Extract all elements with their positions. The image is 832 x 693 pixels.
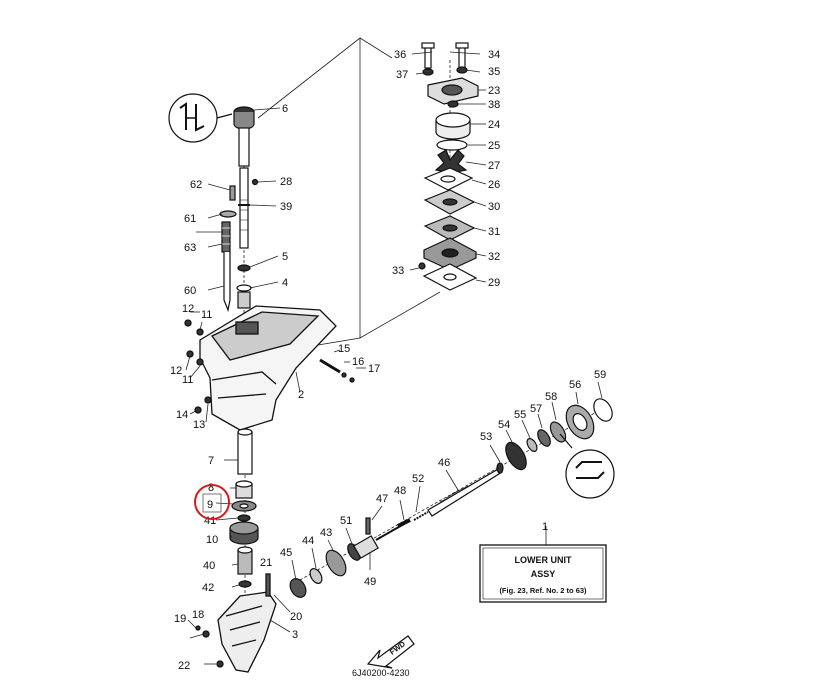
callout-24: 24: [488, 119, 500, 131]
assy-label-box: LOWER UNIT ASSY (Fig. 23, Ref. No. 2 to …: [479, 544, 607, 603]
callout-19: 19: [174, 613, 186, 625]
callout-43: 43: [320, 527, 332, 539]
callout-18: 18: [192, 609, 204, 621]
callout-30: 30: [488, 201, 500, 213]
callout-16: 16: [352, 356, 364, 368]
callout-53: 53: [480, 431, 492, 443]
callout-9-box: [202, 493, 222, 513]
callout-21: 21: [260, 557, 272, 569]
highlight-marker: [194, 484, 230, 520]
callout-54: 54: [498, 419, 510, 431]
callout-35: 35: [488, 66, 500, 78]
assy-line-3: (Fig. 23, Ref. No. 2 to 63): [499, 586, 587, 595]
assy-line-1: LOWER UNIT: [515, 555, 572, 565]
callout-numbers: 1 2 3 4 5 6 7 8 9 10 11 11 12 12 13 14 1…: [170, 49, 606, 672]
callout-11a: 11: [201, 309, 212, 321]
callout-56: 56: [569, 379, 581, 391]
callout-29: 29: [488, 277, 500, 289]
callout-46: 46: [438, 457, 450, 469]
assy-line-2: ASSY: [531, 569, 556, 579]
callout-12b: 12: [170, 365, 182, 377]
callout-7: 7: [208, 455, 214, 467]
callout-52: 52: [412, 473, 424, 485]
callout-9: 9: [207, 499, 213, 511]
callout-37: 37: [396, 69, 408, 81]
water-pump-assembly: [418, 42, 479, 291]
callout-12a: 12: [182, 303, 194, 315]
callout-2: 2: [298, 389, 304, 401]
callout-45: 45: [280, 547, 292, 559]
callout-10: 10: [206, 534, 218, 546]
callout-48: 48: [394, 485, 406, 497]
gearcase-bottom: [195, 573, 277, 673]
callout-61: 61: [184, 213, 196, 225]
bottom-detail-circle: [565, 449, 615, 499]
callout-28: 28: [280, 176, 292, 188]
propeller-shaft-assembly: [289, 398, 613, 598]
callout-55: 55: [514, 409, 526, 421]
lower-drive-parts: [229, 428, 259, 588]
callout-38: 38: [488, 99, 500, 111]
diagram-code: 6J40200-4230: [352, 668, 410, 678]
callout-25: 25: [488, 140, 500, 152]
callout-22: 22: [178, 660, 190, 672]
callout-63: 63: [184, 242, 196, 254]
callout-47: 47: [376, 493, 388, 505]
callout-60: 60: [184, 285, 196, 297]
callout-57: 57: [530, 403, 542, 415]
callout-34: 34: [488, 49, 500, 61]
callout-58: 58: [545, 391, 557, 403]
callout-1: 1: [542, 521, 548, 533]
callout-8: 8: [208, 482, 214, 494]
callout-36: 36: [394, 49, 406, 61]
leader-lines: [185, 51, 603, 665]
drive-shaft-assembly: [219, 106, 259, 313]
callout-40: 40: [203, 560, 215, 572]
callout-31: 31: [488, 226, 500, 238]
highlight-circle: [194, 484, 230, 520]
callout-32: 32: [488, 251, 500, 263]
callout-20: 20: [290, 611, 302, 623]
callout-39: 39: [280, 201, 292, 213]
callout-44: 44: [302, 535, 314, 547]
callout-13: 13: [193, 419, 205, 431]
detail-circles: [168, 93, 615, 499]
callout-17: 17: [368, 363, 380, 375]
lower-casing: [184, 305, 355, 431]
callout-33: 33: [392, 265, 404, 277]
callout-15: 15: [338, 343, 350, 355]
fwd-arrow: FWD: [366, 635, 415, 669]
callout-11b: 11: [182, 374, 193, 386]
callout-27: 27: [488, 160, 500, 172]
callout-3: 3: [292, 629, 298, 641]
callout-49: 49: [364, 576, 376, 588]
callout-6: 6: [282, 103, 288, 115]
callout-14: 14: [176, 409, 188, 421]
callout-62: 62: [190, 179, 202, 191]
callout-42: 42: [202, 582, 214, 594]
callout-5: 5: [282, 251, 288, 263]
callout-4: 4: [282, 277, 288, 289]
callout-26: 26: [488, 179, 500, 191]
callout-51: 51: [340, 515, 352, 527]
callout-59: 59: [594, 369, 606, 381]
callout-23: 23: [488, 85, 500, 97]
